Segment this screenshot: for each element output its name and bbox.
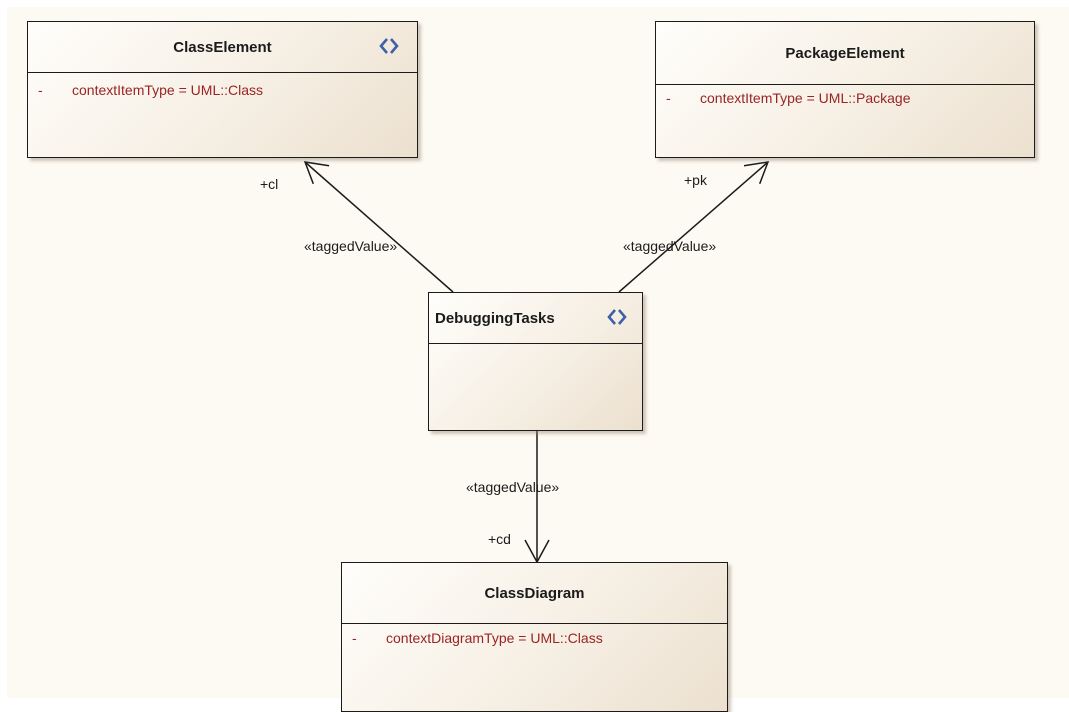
stereotype-label-package-element: «taggedValue» xyxy=(623,238,717,254)
stereotype-label-class-diagram: «taggedValue» xyxy=(466,479,560,495)
class-element-name: ClassElement xyxy=(173,38,272,56)
enumeration-icon xyxy=(379,38,399,54)
attribute-visibility: - xyxy=(352,630,357,646)
class-diagram-box[interactable]: ClassDiagram - contextDiagramType = UML:… xyxy=(341,562,728,712)
debugging-tasks-name: DebuggingTasks xyxy=(435,309,555,327)
enumeration-icon xyxy=(607,309,627,325)
stereotype-label-class-element: «taggedValue» xyxy=(304,238,398,254)
role-label-cl: +cl xyxy=(260,176,279,192)
class-diagram-name: ClassDiagram xyxy=(484,584,585,602)
open-arrowhead-icon xyxy=(303,161,330,185)
class-element-box[interactable]: ClassElement - contextItemType = UML::Cl… xyxy=(27,21,418,158)
attribute-text: contextDiagramType = UML::Class xyxy=(386,630,603,646)
debugging-tasks-box[interactable]: DebuggingTasks xyxy=(428,292,643,431)
role-label-pk: +pk xyxy=(684,172,707,188)
attribute-text: contextItemType = UML::Package xyxy=(700,90,911,106)
package-element-name: PackageElement xyxy=(785,44,905,62)
connector-line-package-element[interactable] xyxy=(618,161,769,293)
attribute-visibility: - xyxy=(38,82,43,98)
attribute-text: contextItemType = UML::Class xyxy=(72,82,264,98)
open-arrowhead-icon xyxy=(743,161,770,185)
connector-line-class-element[interactable] xyxy=(304,161,454,293)
attribute-visibility: - xyxy=(666,90,671,106)
role-label-cd: +cd xyxy=(488,531,511,547)
package-element-box[interactable]: PackageElement - contextItemType = UML::… xyxy=(655,21,1035,158)
